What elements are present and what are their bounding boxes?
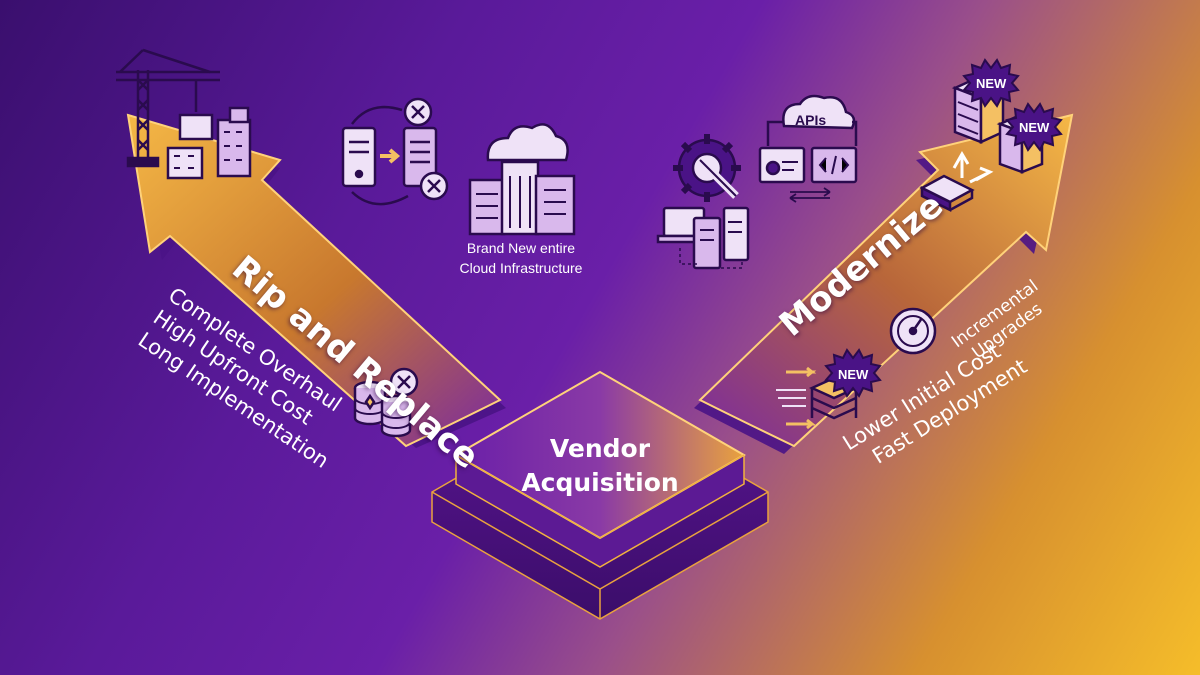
new-badge-label: NEW	[1019, 120, 1050, 135]
caption-line-2: Cloud Infrastructure	[459, 260, 583, 276]
vendor-acquisition-title: Vendor Acquisition	[500, 432, 700, 500]
new-badge-label: NEW	[838, 367, 869, 382]
database-remove-icon	[353, 367, 419, 438]
new-badge-right: NEW	[1005, 102, 1063, 152]
gauge-icon	[889, 307, 937, 355]
title-line-2: Acquisition	[521, 468, 679, 497]
new-badge-top: NEW	[962, 58, 1020, 108]
chip-icon	[919, 151, 994, 213]
title-line-1: Vendor	[549, 434, 651, 463]
building-icon	[166, 106, 252, 180]
cloud-city-icon	[468, 123, 576, 236]
center-platform	[431, 370, 769, 620]
apis-icon: APIs	[758, 94, 858, 203]
cloud-infrastructure-caption: Brand New entire Cloud Infrastructure	[446, 238, 596, 278]
gear-wrench-icon	[673, 134, 741, 202]
caption-line-1: Brand New entire	[466, 240, 576, 256]
new-badge-stack: NEW	[824, 348, 882, 398]
server-swap-icon	[341, 97, 449, 206]
left-arrow	[126, 113, 506, 448]
new-badge-label: NEW	[976, 76, 1007, 91]
computers-icon	[656, 206, 750, 270]
apis-label: APIs	[795, 112, 826, 128]
crane-icon	[116, 48, 220, 168]
